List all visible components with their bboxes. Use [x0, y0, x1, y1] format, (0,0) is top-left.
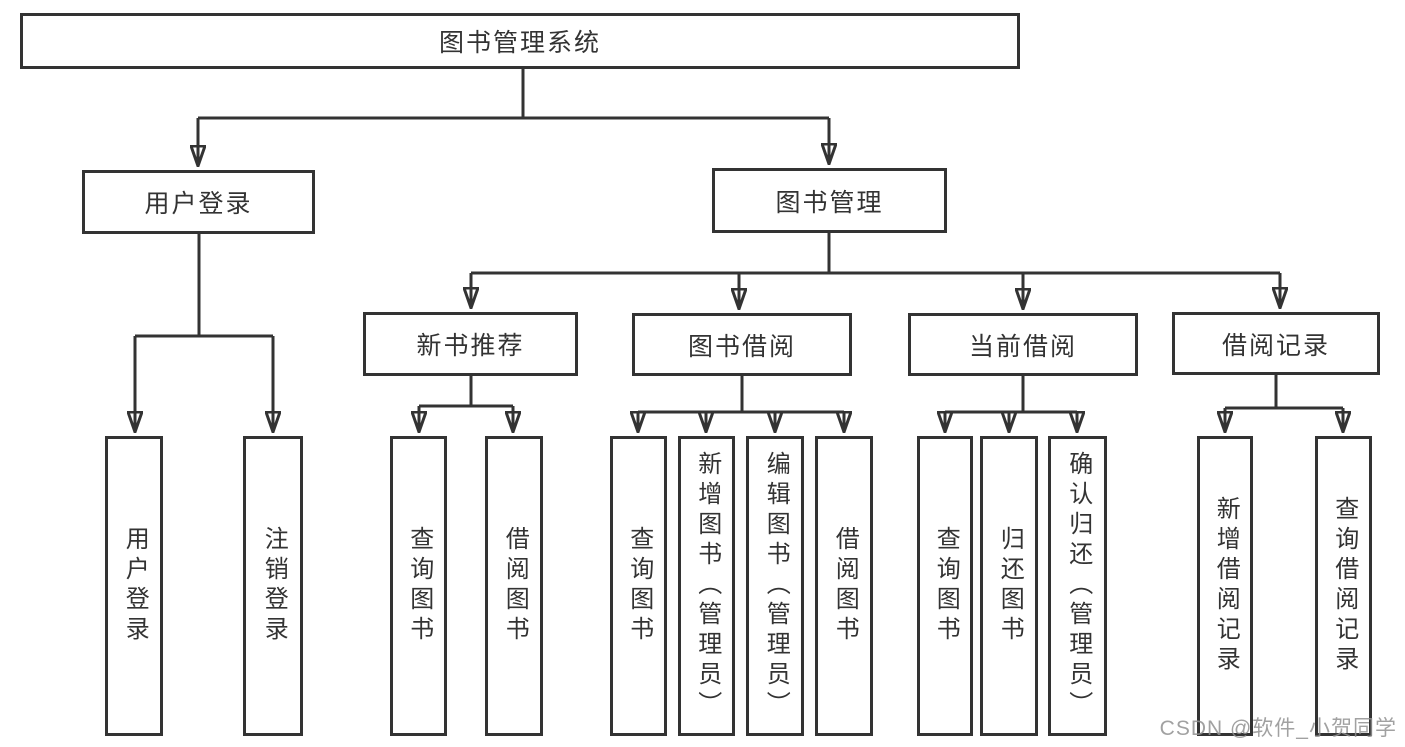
- leaf-confirm-return-admin-label: 确认归还（管理员）: [1064, 451, 1092, 721]
- node-library-management-system: 图书管理系统: [20, 13, 1020, 69]
- leaf-query-books-borrow-label: 查询图书: [625, 526, 653, 646]
- leaf-add-borrow-record: 新增借阅记录: [1197, 436, 1253, 736]
- leaf-query-books-borrow: 查询图书: [610, 436, 667, 736]
- leaf-confirm-return-admin: 确认归还（管理员）: [1048, 436, 1107, 736]
- leaf-query-books-current-label: 查询图书: [932, 526, 960, 646]
- leaf-logout-login: 注销登录: [243, 436, 303, 736]
- leaf-borrow-books-new-label: 借阅图书: [501, 526, 529, 646]
- node-current-borrowing-label: 当前借阅: [968, 332, 1077, 361]
- node-book-borrowing: 图书借阅: [632, 313, 852, 376]
- leaf-edit-book-admin: 编辑图书（管理员）: [746, 436, 804, 736]
- leaf-return-books-label: 归还图书: [996, 526, 1024, 646]
- leaf-borrow-books-new: 借阅图书: [485, 436, 543, 736]
- leaf-user-login-label: 用户登录: [121, 526, 149, 646]
- node-current-borrowing: 当前借阅: [908, 313, 1138, 376]
- leaf-return-books: 归还图书: [980, 436, 1038, 736]
- leaf-borrow-books-borrow-label: 借阅图书: [831, 526, 859, 646]
- leaf-add-borrow-record-label: 新增借阅记录: [1212, 496, 1240, 676]
- leaf-user-login: 用户登录: [105, 436, 163, 736]
- leaf-borrow-books-borrow: 借阅图书: [815, 436, 873, 736]
- leaf-edit-book-admin-label: 编辑图书（管理员）: [762, 451, 790, 721]
- node-new-book-recommendation: 新书推荐: [363, 312, 578, 376]
- watermark: CSDN @软件_小贺同学: [1159, 717, 1397, 740]
- node-book-management-label: 图书管理: [775, 188, 884, 217]
- leaf-query-books-new: 查询图书: [390, 436, 447, 736]
- node-borrowing-records: 借阅记录: [1172, 312, 1380, 375]
- node-new-book-recommendation-label: 新书推荐: [416, 332, 525, 360]
- node-book-borrowing-label: 图书借阅: [687, 332, 796, 361]
- node-library-management-system-label: 图书管理系统: [438, 29, 601, 57]
- leaf-logout-login-label: 注销登录: [260, 526, 288, 646]
- leaf-query-books-new-label: 查询图书: [405, 526, 433, 646]
- node-borrowing-records-label: 借阅记录: [1221, 331, 1330, 360]
- leaf-add-book-admin-label: 新增图书（管理员）: [693, 451, 721, 721]
- leaf-query-borrow-record-label: 查询借阅记录: [1330, 496, 1358, 676]
- leaf-add-book-admin: 新增图书（管理员）: [678, 436, 735, 736]
- leaf-query-books-current: 查询图书: [917, 436, 973, 736]
- node-user-login: 用户登录: [82, 170, 315, 234]
- leaf-query-borrow-record: 查询借阅记录: [1315, 436, 1372, 736]
- node-book-management: 图书管理: [712, 168, 947, 233]
- node-user-login-label: 用户登录: [144, 190, 253, 218]
